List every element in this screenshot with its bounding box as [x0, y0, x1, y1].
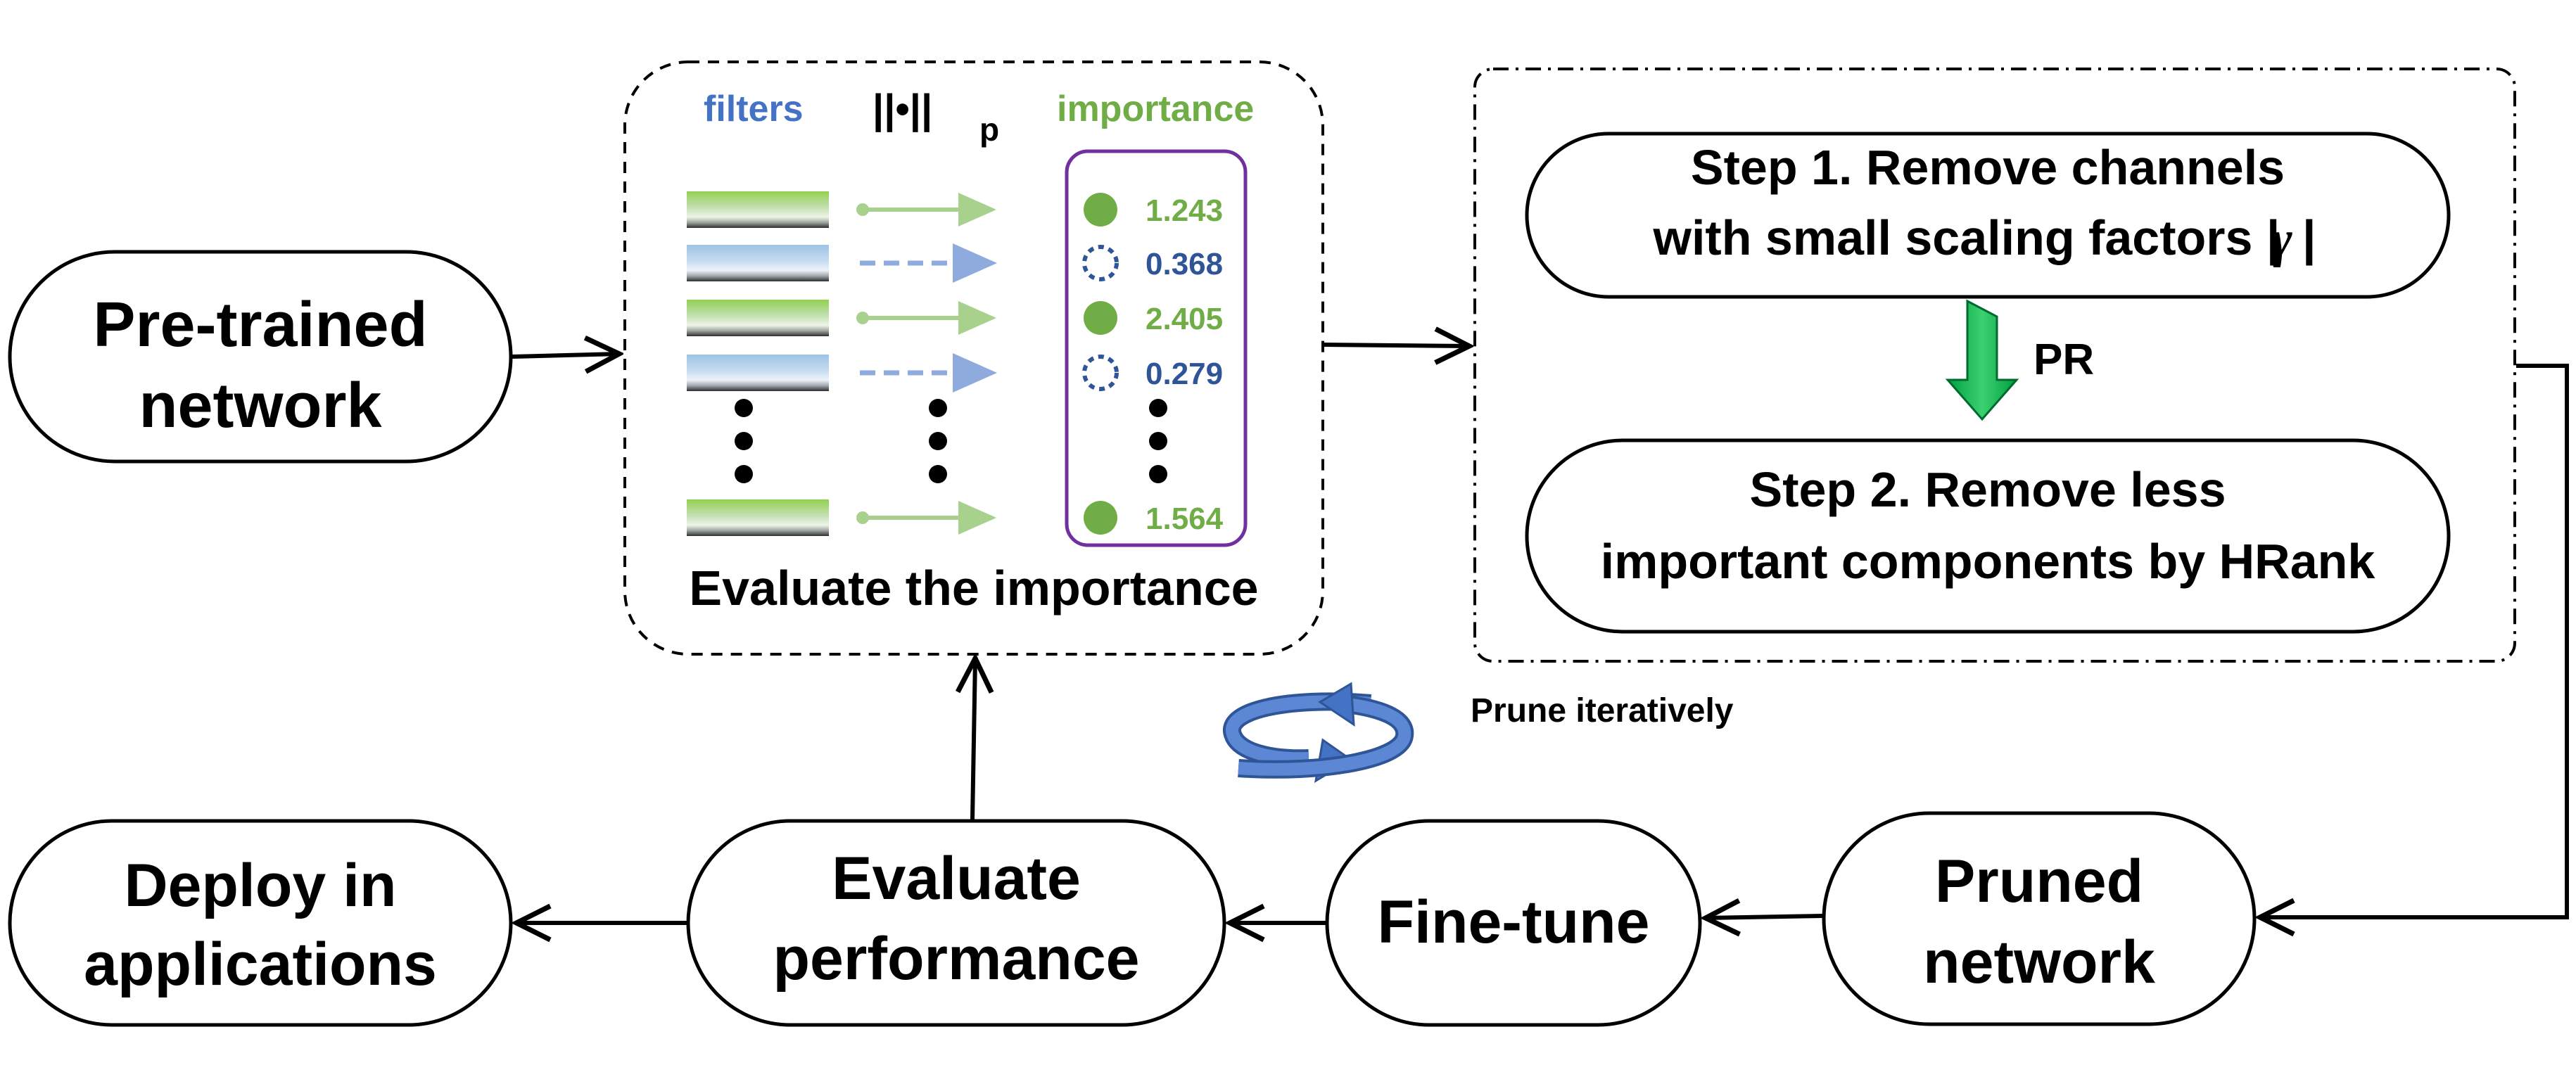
pruned-marker	[1082, 245, 1119, 281]
filter-bar	[687, 191, 829, 228]
filter-row: 0.368	[687, 243, 1223, 283]
fine-tune-label: Fine-tune	[1378, 888, 1650, 956]
ellipsis-dots	[735, 399, 1167, 483]
arrow-pretrained-to-importance	[512, 354, 619, 357]
pruned-line-1: Pruned	[1935, 848, 2143, 915]
deploy-line-2: applications	[84, 931, 437, 998]
importance-value: 0.279	[1146, 357, 1223, 391]
norm-subscript: p	[979, 111, 999, 148]
filter-row: 0.279	[687, 353, 1223, 393]
importance-value: 1.243	[1146, 193, 1223, 228]
pretrained-network-node: Pre-trained network	[8, 250, 513, 464]
pr-label: PR	[2033, 336, 2094, 384]
evaluate-performance-node: Evaluate performance	[686, 819, 1226, 1027]
filter-row: 1.243	[687, 191, 1223, 228]
importance-value: 0.368	[1146, 247, 1223, 281]
step2-line-2: important components by HRank	[1601, 534, 2375, 589]
filter-bar	[687, 355, 829, 391]
prune-iteratively-label: Prune iteratively	[1471, 692, 1734, 729]
eval-perf-line-1: Evaluate	[832, 845, 1081, 912]
pr-arrow: PR	[1945, 299, 2094, 421]
pruned-marker	[1082, 355, 1119, 391]
deploy-line-1: Deploy in	[124, 852, 396, 919]
step2-line-1: Step 2. Remove less	[1750, 462, 2226, 517]
evaluate-importance-caption: Evaluate the importance	[689, 561, 1258, 616]
importance-value: 2.405	[1146, 302, 1223, 336]
kept-marker	[1084, 193, 1117, 227]
deploy-node: Deploy in applications	[8, 819, 513, 1027]
importance-values-box	[1065, 149, 1248, 547]
step1-line-2: with small scaling factors |	[1653, 210, 2280, 266]
filter-bar	[687, 245, 829, 281]
norm-header: ||•||	[873, 87, 932, 132]
arrow-pruned-to-finetune	[1706, 916, 1823, 918]
step1-line-1: Step 1. Remove channels	[1691, 140, 2285, 195]
filter-bar	[687, 300, 829, 336]
gamma-symbol: γ	[2271, 210, 2292, 268]
importance-panel: filters ||•|| p importance 1.243 0.368 2.4…	[623, 60, 1324, 656]
pruned-line-2: network	[1923, 929, 2155, 996]
importance-value: 1.564	[1146, 502, 1224, 536]
step2-node: Step 2. Remove less important components…	[1525, 438, 2451, 634]
connectors	[512, 345, 2569, 923]
steps-panel: Step 1. Remove channels with small scali…	[1473, 68, 2516, 663]
arrow-importance-to-steps	[1324, 345, 1469, 346]
arrow-steps-to-pruned	[2260, 364, 2569, 917]
step1-node: Step 1. Remove channels with small scali…	[1525, 132, 2451, 299]
filter-row: 1.564	[687, 499, 1224, 536]
fine-tune-node: Fine-tune	[1325, 819, 1702, 1027]
step1-closing-bar: |	[2302, 210, 2316, 266]
kept-marker	[1084, 301, 1117, 335]
filter-bar	[687, 499, 829, 536]
eval-perf-line-2: performance	[773, 925, 1140, 993]
kept-marker	[1084, 501, 1117, 535]
cycle-icon	[1223, 682, 1414, 783]
arrow-evaluate-to-importance	[972, 658, 975, 820]
pretrained-line-1: Pre-trained	[93, 290, 427, 360]
pruned-network-node: Pruned network	[1822, 811, 2257, 1026]
importance-header: importance	[1057, 89, 1254, 129]
filter-row: 2.405	[687, 300, 1223, 336]
pretrained-line-2: network	[139, 371, 382, 441]
filters-header: filters	[704, 89, 804, 129]
